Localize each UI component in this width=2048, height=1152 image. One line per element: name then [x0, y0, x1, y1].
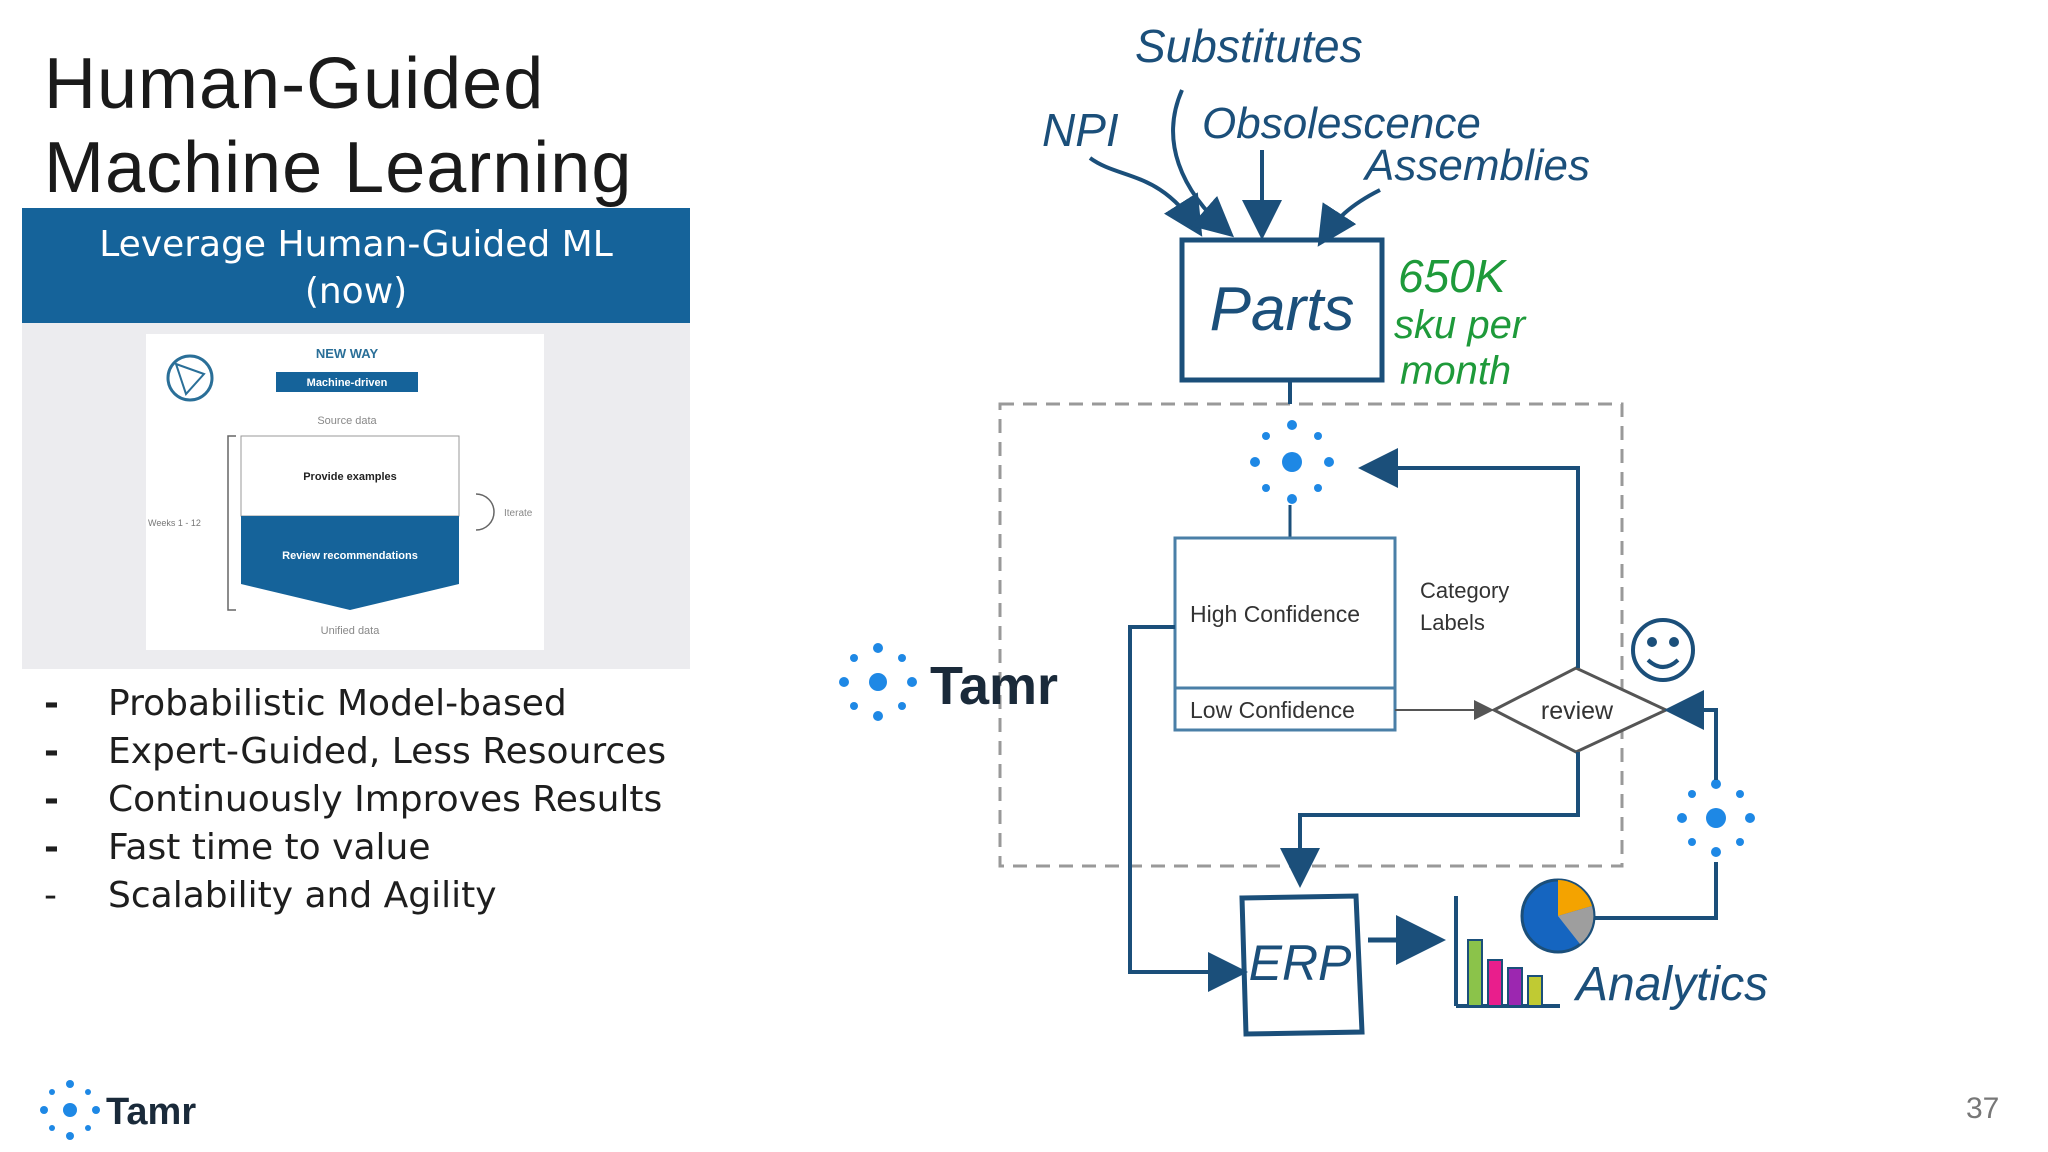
tamr-mark-right [1677, 779, 1755, 857]
high-confidence-to-erp-arrow [1128, 625, 1248, 992]
title-line-2: Machine Learning [44, 128, 633, 208]
category-line-2: Labels [1420, 610, 1485, 635]
input-assemblies: Assemblies [1362, 141, 1590, 190]
review-to-erp-arrow [1280, 752, 1580, 888]
analytics-chart-icon [1454, 878, 1596, 1008]
bullet-dash: - [44, 875, 57, 916]
new-way-figure: NEW WAY Machine-driven Source data Provi… [148, 346, 533, 637]
provide-examples-label: Provide examples [303, 471, 397, 483]
bullet-text: Probabilistic Model-based [108, 683, 567, 724]
low-confidence-label: Low Confidence [1190, 697, 1355, 723]
bullet-dash: - [44, 827, 59, 868]
bullet-list: - Probabilistic Model-based - Expert-Gui… [38, 680, 678, 920]
category-line-1: Category [1420, 578, 1509, 603]
input-obsolescence: Obsolescence [1202, 99, 1481, 148]
parts-flow-diagram: Substitutes NPI Obsolescence Assemblies … [839, 20, 1768, 1037]
page-number: 37 [1966, 1092, 2000, 1125]
review-label: review [1541, 697, 1614, 725]
globe-icon [166, 354, 214, 402]
unified-data-label: Unified data [321, 625, 381, 637]
bullet-item: - Continuously Improves Results [38, 776, 678, 824]
title-line-1: Human-Guided [44, 44, 545, 124]
bullet-dash: - [44, 731, 59, 772]
recommendations-shape [241, 516, 459, 610]
bullet-item: - Probabilistic Model-based [38, 680, 678, 728]
bullet-item: - Expert-Guided, Less Resources [38, 728, 678, 776]
input-substitutes: Substitutes [1135, 20, 1363, 72]
input-npi: NPI [1042, 104, 1119, 156]
bullet-text: Expert-Guided, Less Resources [108, 731, 667, 772]
tamr-footer-logo: Tamr [36, 1076, 206, 1140]
volume-line-3: month [1400, 349, 1511, 393]
footer-logo-text: Tamr [106, 1091, 196, 1133]
bullet-dash: - [44, 683, 59, 724]
bullet-dash: - [44, 779, 59, 820]
high-confidence-label: High Confidence [1190, 601, 1360, 627]
review-feedback-arrow [1358, 448, 1580, 668]
weeks-label: Weeks 1 - 12 [148, 518, 201, 528]
parts-box [1179, 237, 1385, 383]
review-recommendations-label: Review recommendations [282, 550, 418, 562]
banner: Leverage Human-Guided ML (now) [22, 208, 690, 323]
erp-box [1239, 893, 1365, 1037]
machine-driven-label: Machine-driven [307, 377, 388, 389]
input-arrows [1088, 89, 1381, 247]
bullet-item: - Scalability and Agility [38, 872, 678, 920]
reviewer-smiley-icon [1631, 618, 1695, 682]
banner-line-1: Leverage Human-Guided ML [99, 224, 613, 265]
tamr-mark-top [1250, 420, 1334, 504]
erp-label: ERP [1249, 935, 1352, 991]
analytics-feedback-line [1590, 862, 1718, 920]
tamr-boundary [998, 402, 1624, 868]
slide-title: Human-Guided Machine Learning [44, 42, 632, 210]
analytics-label: Analytics [1573, 958, 1768, 1011]
volume-line-1: 650K [1398, 250, 1508, 302]
bullet-text: Scalability and Agility [108, 875, 497, 916]
confidence-box [1173, 536, 1397, 732]
iterate-arrow [475, 493, 495, 531]
analytics-to-review-arrow [1664, 690, 1718, 780]
tamr-footer-mark: Tamr [40, 1080, 196, 1140]
parts-label: Parts [1210, 275, 1355, 344]
iterate-label: Iterate [504, 508, 533, 519]
source-data-label: Source data [317, 415, 377, 427]
volume-line-2: sku per [1394, 303, 1527, 347]
new-way-thumbnail: NEW WAY Machine-driven Source data Provi… [146, 334, 544, 650]
machine-driven-badge [276, 372, 418, 392]
tamr-logo-text: Tamr [930, 656, 1058, 716]
bullet-text: Fast time to value [108, 827, 431, 868]
tamr-logo-diagram [839, 643, 917, 721]
banner-line-2: (now) [304, 271, 408, 312]
new-way-heading: NEW WAY [316, 346, 379, 361]
weeks-bracket [227, 435, 236, 611]
bullet-text: Continuously Improves Results [108, 779, 663, 820]
bullet-item: - Fast time to value [38, 824, 678, 872]
